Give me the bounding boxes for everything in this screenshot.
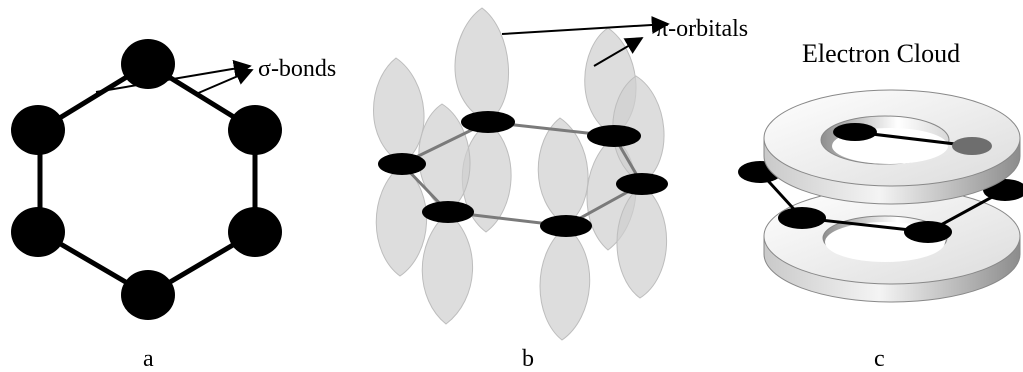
pi-orbital-lobe: [421, 211, 474, 325]
carbon-atom: [228, 105, 282, 155]
panel-caption-a: a: [143, 346, 154, 372]
carbon-atom: [778, 207, 826, 229]
carbon-atom: [378, 153, 426, 175]
upper-electron-ring: [763, 89, 1021, 205]
carbon-atom: [11, 105, 65, 155]
panel-a-sigma-bonds: σ-bonds a: [11, 39, 336, 372]
carbon-atom: [11, 207, 65, 257]
carbon-atoms: [11, 39, 282, 320]
carbon-atom: [904, 221, 952, 243]
electron-cloud-label: Electron Cloud: [802, 39, 960, 68]
panel-caption-b: b: [522, 346, 534, 372]
panel-caption-c: c: [874, 346, 885, 372]
carbon-atom: [461, 111, 515, 133]
carbon-atom: [833, 123, 877, 141]
pi-orbital-lobe: [418, 103, 471, 213]
pi-carbon-atoms: [378, 111, 668, 237]
pi-orbital-lobe: [539, 225, 591, 341]
carbon-atom: [952, 137, 992, 155]
pi-orbital-pointers: [501, 15, 670, 67]
carbon-atom: [587, 125, 641, 147]
lower-electron-ring: [763, 187, 1021, 303]
carbon-atom: [121, 270, 175, 320]
pi-orbital-lobe: [616, 183, 668, 299]
sigma-bond-pointers: [95, 59, 254, 95]
pi-orbital-lobe: [375, 163, 428, 277]
panel-b-pi-orbitals: π-orbitals b: [373, 7, 748, 372]
pi-orbital-lobe: [537, 117, 589, 227]
carbon-atom: [228, 207, 282, 257]
carbon-atom: [422, 201, 474, 223]
pi-orbital-lobe: [454, 7, 510, 123]
carbon-atom: [616, 173, 668, 195]
benzene-hexagon-bonds: [37, 61, 258, 298]
pi-orbital-lobes: [373, 7, 668, 341]
pi-orbital-lobe: [373, 57, 425, 165]
carbon-atom: [540, 215, 592, 237]
pi-orbitals-label: π-orbitals: [656, 16, 748, 42]
carbon-atom: [121, 39, 175, 89]
panel-c-electron-cloud: Electron Cloud c: [738, 39, 1023, 372]
sigma-bonds-label: σ-bonds: [258, 56, 336, 82]
